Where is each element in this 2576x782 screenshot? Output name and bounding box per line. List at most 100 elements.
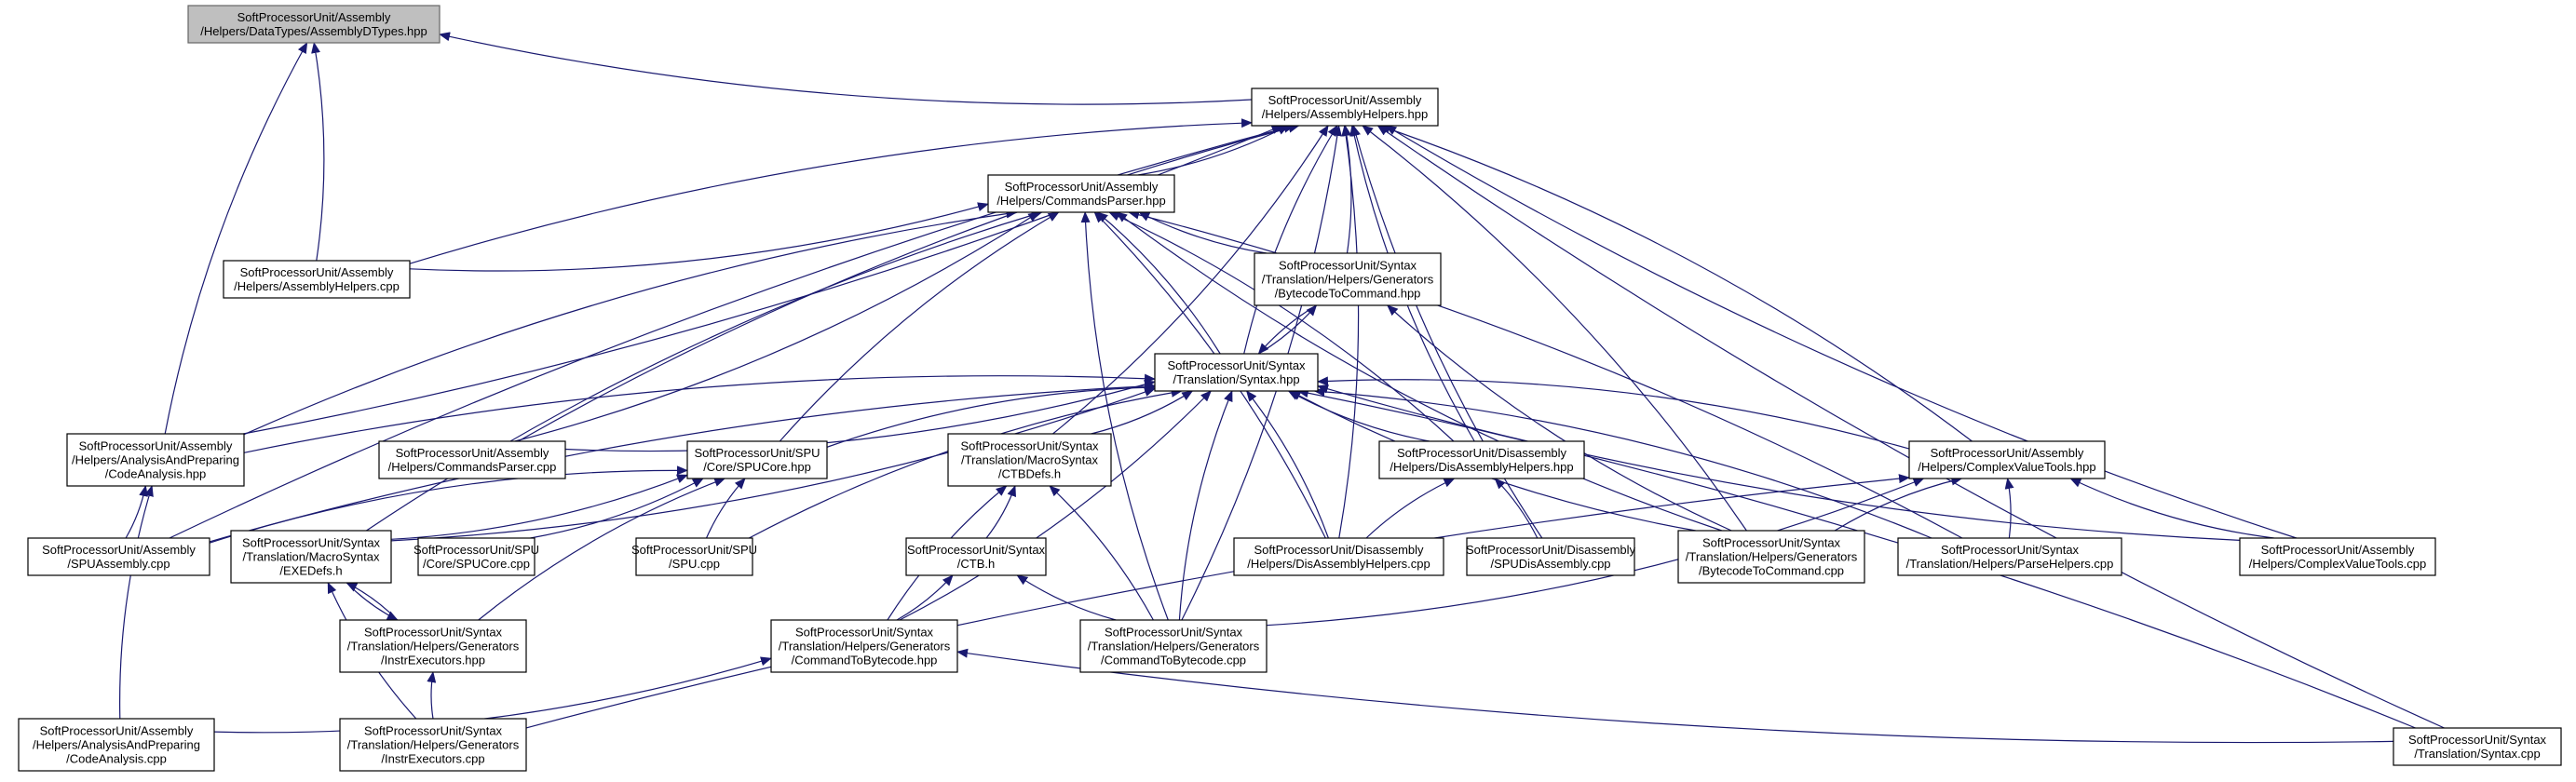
include-edge-cah-to-cph — [243, 209, 1018, 436]
file-node-ahc[interactable]: SoftProcessorUnit/Assembly/Helpers/Assem… — [223, 260, 411, 299]
file-node-label: /Helpers/DisAssemblyHelpers.hpp — [1390, 460, 1573, 474]
file-node-label: SoftProcessorUnit/Syntax — [364, 626, 503, 640]
file-node-label: SoftProcessorUnit/SPU — [414, 543, 539, 557]
include-edge-cpc-to-syh — [564, 380, 1156, 452]
file-node-cah[interactable]: SoftProcessorUnit/Assembly/Helpers/Analy… — [66, 433, 245, 487]
file-node-box — [1254, 252, 1442, 306]
file-node-label: /InstrExecutors.hpp — [381, 654, 485, 667]
file-node-spucc[interactable]: SoftProcessorUnit/SPU/Core/SPUCore.cpp — [414, 537, 539, 576]
file-node-iec[interactable]: SoftProcessorUnit/Syntax/Translation/Hel… — [339, 718, 527, 772]
file-node-syc[interactable]: SoftProcessorUnit/Syntax/Translation/Syn… — [2393, 727, 2562, 766]
file-node-btch[interactable]: SoftProcessorUnit/Syntax/Translation/Hel… — [1254, 252, 1442, 306]
file-nodes: SoftProcessorUnit/Assembly/Helpers/DataT… — [18, 5, 2562, 772]
include-edge-ctbh-to-ctbd — [985, 485, 1016, 539]
file-node-label: /EXEDefs.h — [279, 564, 342, 578]
file-node-box — [378, 440, 566, 479]
include-edge-syc-to-ahh — [1376, 125, 2445, 729]
include-edge-ctbcpp-to-ctbd — [1049, 485, 1154, 621]
file-node-label: /Translation/Syntax.cpp — [2414, 747, 2540, 761]
include-edge-cvth-to-syh — [1317, 376, 1910, 450]
file-node-cpc[interactable]: SoftProcessorUnit/Assembly/Helpers/Comma… — [378, 440, 566, 479]
file-node-cac[interactable]: SoftProcessorUnit/Assembly/Helpers/Analy… — [18, 718, 215, 772]
file-node-label: SoftProcessorUnit/Disassembly — [1254, 543, 1424, 557]
include-edge-btcc-to-cvth — [1834, 476, 1963, 532]
file-node-label: SoftProcessorUnit/Assembly — [1005, 180, 1159, 194]
include-edge-cvtc-to-ahh — [1385, 125, 2298, 539]
include-edge-spua-to-cah — [125, 485, 149, 539]
file-node-box — [339, 718, 527, 772]
file-node-ctbd[interactable]: SoftProcessorUnit/Syntax/Translation/Mac… — [947, 433, 1112, 487]
file-node-box — [230, 530, 392, 584]
file-node-cph[interactable]: SoftProcessorUnit/Assembly/Helpers/Comma… — [987, 174, 1175, 213]
include-edge-phc-to-cvth — [2004, 478, 2014, 539]
file-node-spuc[interactable]: SoftProcessorUnit/SPU/SPU.cpp — [631, 537, 757, 576]
file-node-label: SoftProcessorUnit/SPU — [694, 446, 820, 460]
file-node-box — [223, 260, 411, 299]
include-edge-ahh-to-adt — [439, 32, 1253, 105]
file-node-ieh[interactable]: SoftProcessorUnit/Syntax/Translation/Hel… — [339, 619, 527, 673]
include-edge-iec-to-ieh — [427, 671, 437, 720]
file-node-spud[interactable]: SoftProcessorUnit/Disassembly/SPUDisAsse… — [1466, 537, 1636, 576]
file-node-box — [1908, 440, 2106, 479]
include-edge-iec-to-cvth — [525, 474, 1910, 729]
file-node-box — [635, 537, 753, 576]
file-node-label: /Translation/Helpers/ParseHelpers.cpp — [1906, 557, 2114, 571]
file-node-label: /Helpers/AnalysisAndPreparing — [33, 738, 200, 752]
include-edge-cpc-to-cph — [514, 211, 1040, 442]
file-node-label: /SPUDisAssembly.cpp — [1490, 557, 1610, 571]
file-node-cvtc[interactable]: SoftProcessorUnit/Assembly/Helpers/Compl… — [2239, 537, 2436, 576]
file-node-spua[interactable]: SoftProcessorUnit/Assembly/SPUAssembly.c… — [27, 537, 210, 576]
include-edge-spud-to-ahh — [1351, 125, 1543, 539]
include-edge-ahc-to-cph — [409, 202, 989, 272]
include-edge-btch-to-ahh — [1342, 125, 1352, 254]
file-node-box — [987, 174, 1175, 213]
file-node-label: SoftProcessorUnit/Syntax — [795, 626, 934, 640]
include-edge-cac-to-ctbhpp — [213, 656, 772, 734]
file-node-box — [1897, 537, 2122, 576]
file-node-label: SoftProcessorUnit/Syntax — [1105, 626, 1243, 640]
file-node-label: SoftProcessorUnit/Assembly — [396, 446, 549, 460]
dependency-edges — [119, 32, 2445, 744]
file-node-label: SoftProcessorUnit/Disassembly — [1397, 446, 1567, 460]
file-node-label: /Helpers/ComplexValueTools.hpp — [1918, 460, 2095, 474]
file-node-phc[interactable]: SoftProcessorUnit/Syntax/Translation/Hel… — [1897, 537, 2122, 576]
file-node-box — [66, 433, 245, 487]
file-node-spuch[interactable]: SoftProcessorUnit/SPU/Core/SPUCore.hpp — [686, 440, 828, 479]
file-node-label: /Translation/MacroSyntax — [961, 453, 1098, 467]
file-node-label: /Translation/Syntax.hpp — [1173, 372, 1299, 386]
file-node-btcc[interactable]: SoftProcessorUnit/Syntax/Translation/Hel… — [1677, 530, 1865, 584]
file-node-ctbcpp[interactable]: SoftProcessorUnit/Syntax/Translation/Hel… — [1079, 619, 1268, 673]
file-node-label: SoftProcessorUnit/Assembly — [1268, 93, 1422, 107]
include-edge-dahc-to-ahh — [1338, 125, 1360, 539]
file-node-box — [2393, 727, 2562, 766]
file-node-label: SoftProcessorUnit/Syntax — [2408, 733, 2547, 747]
file-node-label: /Translation/Helpers/Generators — [1262, 273, 1434, 287]
file-node-box — [1378, 440, 1585, 479]
file-node-exed[interactable]: SoftProcessorUnit/Syntax/Translation/Mac… — [230, 530, 392, 584]
file-node-label: SoftProcessorUnit/Syntax — [960, 439, 1099, 453]
file-node-ahh[interactable]: SoftProcessorUnit/Assembly/Helpers/Assem… — [1251, 88, 1439, 127]
file-node-label: /CommandToBytecode.cpp — [1101, 654, 1246, 667]
include-edge-dahc-to-dahh — [1365, 478, 1456, 539]
file-node-label: /CodeAnalysis.cpp — [66, 752, 167, 766]
file-node-box — [18, 718, 215, 772]
include-edge-spucc-to-spuch — [530, 478, 704, 539]
include-edge-syh-to-btch — [1258, 304, 1318, 355]
include-edge-btch-to-cph — [1138, 211, 1268, 254]
file-node-syh[interactable]: SoftProcessorUnit/Syntax/Translation/Syn… — [1154, 353, 1319, 392]
file-node-dahh[interactable]: SoftProcessorUnit/Disassembly/Helpers/Di… — [1378, 440, 1585, 479]
file-node-cvth[interactable]: SoftProcessorUnit/Assembly/Helpers/Compl… — [1908, 440, 2106, 479]
file-node-label: /Translation/Helpers/Generators — [347, 738, 520, 752]
file-node-label: /Helpers/DisAssemblyHelpers.cpp — [1247, 557, 1430, 571]
file-node-ctbhpp[interactable]: SoftProcessorUnit/Syntax/Translation/Hel… — [770, 619, 958, 673]
file-node-label: SoftProcessorUnit/Syntax — [907, 543, 1046, 557]
file-node-label: /Translation/MacroSyntax — [243, 550, 380, 564]
include-edge-spuch-to-syh — [826, 383, 1156, 448]
file-node-ctbh[interactable]: SoftProcessorUnit/Syntax/CTB.h — [905, 537, 1047, 576]
file-node-label: /CTB.h — [957, 557, 995, 571]
include-edge-spuch-to-cph — [779, 211, 1060, 442]
file-node-dahc[interactable]: SoftProcessorUnit/Disassembly/Helpers/Di… — [1233, 537, 1444, 576]
file-node-label: /BytecodeToCommand.hpp — [1275, 287, 1421, 301]
file-node-label: SoftProcessorUnit/Syntax — [364, 724, 503, 738]
file-node-label: /Translation/Helpers/Generators — [347, 640, 520, 654]
